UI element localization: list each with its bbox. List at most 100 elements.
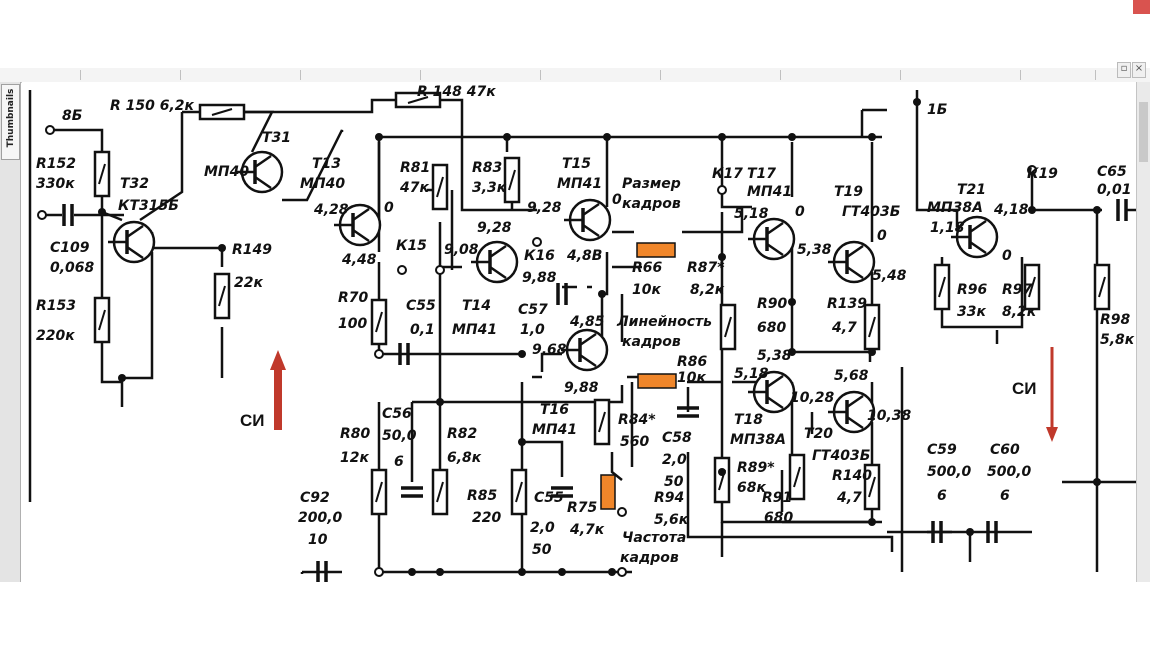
- r70-resistor: [370, 298, 388, 346]
- schematic-viewport[interactable]: 8Б R 150 6,2к R 148 47к 1Б R152 330к Т32…: [22, 82, 1136, 582]
- t18-label: Т18: [734, 412, 763, 428]
- r150-label: R 150 6,2к: [110, 98, 195, 114]
- t17-transistor: [746, 217, 796, 261]
- voltage-9-28-a: 9,28: [477, 220, 512, 236]
- c58-label: С58: [662, 430, 692, 446]
- r91-value: 680: [764, 510, 793, 526]
- r98-resistor: [1093, 263, 1111, 311]
- close-window-corner[interactable]: [1133, 0, 1150, 14]
- thumbnails-panel: Thumbnails: [0, 82, 21, 582]
- r80-resistor: [370, 468, 388, 516]
- t1b-label: 1Б: [927, 102, 947, 118]
- voltage-1-18: 1,18: [930, 220, 965, 236]
- scrollbar-thumb[interactable]: [1139, 102, 1148, 162]
- r80-label: R80: [340, 426, 371, 442]
- voltage-4-18: 4,18: [993, 202, 1029, 218]
- r66-value: 10к: [632, 282, 661, 298]
- t32-type: КТ315Б: [118, 198, 179, 214]
- c57-value: 1,0: [520, 322, 545, 338]
- c56-label: С56: [382, 406, 412, 422]
- t21-collector-voltage: 0: [1002, 248, 1012, 264]
- r152-label: R152: [36, 156, 76, 172]
- k16-label: К16: [524, 248, 555, 264]
- c55b-value: 2,0: [530, 520, 555, 536]
- t21-label: Т21: [957, 182, 986, 198]
- r98-value: 5,8к: [1100, 332, 1135, 348]
- razmer-label-1: Размер: [622, 176, 681, 192]
- c60-voltage: 6: [1000, 488, 1010, 504]
- si-label-left: СИ: [240, 411, 265, 430]
- linearity-label-2: кадров: [622, 334, 681, 350]
- r153-resistor: [93, 296, 111, 344]
- voltage-9-08: 9,08: [444, 242, 479, 258]
- r83-label: R83: [472, 160, 502, 176]
- razmer-label-2: кадров: [622, 196, 681, 212]
- c55b-label: С55: [534, 490, 564, 506]
- c58-value: 2,0: [662, 452, 687, 468]
- t17-label: Т17: [747, 166, 776, 182]
- orange-highlights: [600, 242, 677, 510]
- vertical-scrollbar[interactable]: [1136, 82, 1150, 582]
- c92-voltage: 10: [308, 532, 328, 548]
- k19-label: К19: [1027, 166, 1058, 182]
- t19-collector-voltage: 0: [877, 228, 887, 244]
- c109-label: С109: [50, 240, 90, 256]
- r82-resistor: [431, 468, 449, 516]
- r87-label: R87*: [687, 260, 725, 276]
- t15-label: Т15: [562, 156, 591, 172]
- r85-label: R85: [467, 488, 498, 504]
- r89-label: R89*: [737, 460, 775, 476]
- r94-label: R94: [654, 490, 684, 506]
- r84-resistor: [593, 398, 611, 446]
- c57-label: С57: [518, 302, 548, 318]
- r84-label: R84*: [618, 412, 656, 428]
- c65-capacitor: [1116, 197, 1128, 223]
- r90-label: R90: [757, 296, 788, 312]
- r87-value: 8,2к: [690, 282, 725, 298]
- thumbnails-tab-label: Thumbnails: [6, 88, 16, 148]
- t18-type: МП38А: [730, 432, 786, 448]
- frequency-label-1: Частота: [622, 530, 686, 546]
- restore-icon[interactable]: ▫: [1117, 62, 1131, 78]
- r139-value: 4,7: [831, 320, 857, 336]
- t16-label: Т16: [540, 402, 569, 418]
- r97-value: 8,2к: [1002, 304, 1037, 320]
- voltage-5-68: 5,68: [834, 368, 869, 384]
- c92-value: 200,0: [298, 510, 343, 526]
- supply-8b-label: 8Б: [62, 108, 82, 124]
- r150-resistor: [198, 103, 246, 121]
- r75-value: 4,7к: [569, 522, 605, 538]
- voltage-4-85: 4,85: [569, 314, 605, 330]
- t20-label: Т20: [804, 426, 833, 442]
- c59-voltage: 6: [937, 488, 947, 504]
- t19-label: Т19: [834, 184, 863, 200]
- c55-label: С55: [406, 298, 436, 314]
- r81-value: 47к: [399, 180, 429, 196]
- voltage-4-48: 4,48: [341, 252, 377, 268]
- t32-transistor: [106, 220, 156, 264]
- c60-label: С60: [990, 442, 1020, 458]
- r82-label: R82: [447, 426, 477, 442]
- r84-value: 560: [620, 434, 649, 450]
- t16-type: МП41: [532, 422, 577, 438]
- r75-label: R75: [567, 500, 598, 516]
- si-arrows: [270, 347, 1058, 442]
- r149-resistor: [213, 272, 231, 320]
- r98-label: R98: [1100, 312, 1131, 328]
- r152-value: 330к: [36, 176, 75, 192]
- thumbnails-tab[interactable]: Thumbnails: [1, 84, 20, 160]
- r140-value: 4,7: [836, 490, 862, 506]
- t17-type: МП41: [747, 184, 792, 200]
- t14-label: Т14: [462, 298, 491, 314]
- c56-value: 50,0: [382, 428, 417, 444]
- r96-label: R96: [957, 282, 988, 298]
- r90-value: 680: [757, 320, 786, 336]
- c59-label: С59: [927, 442, 957, 458]
- r153-label: R153: [36, 298, 76, 314]
- t32-label: Т32: [120, 176, 149, 192]
- t15-type: МП41: [557, 176, 602, 192]
- close-icon[interactable]: ×: [1132, 62, 1146, 78]
- r149-value: 22к: [234, 275, 263, 291]
- r152-resistor: [93, 150, 111, 198]
- r148-label: R 148 47к: [417, 84, 496, 100]
